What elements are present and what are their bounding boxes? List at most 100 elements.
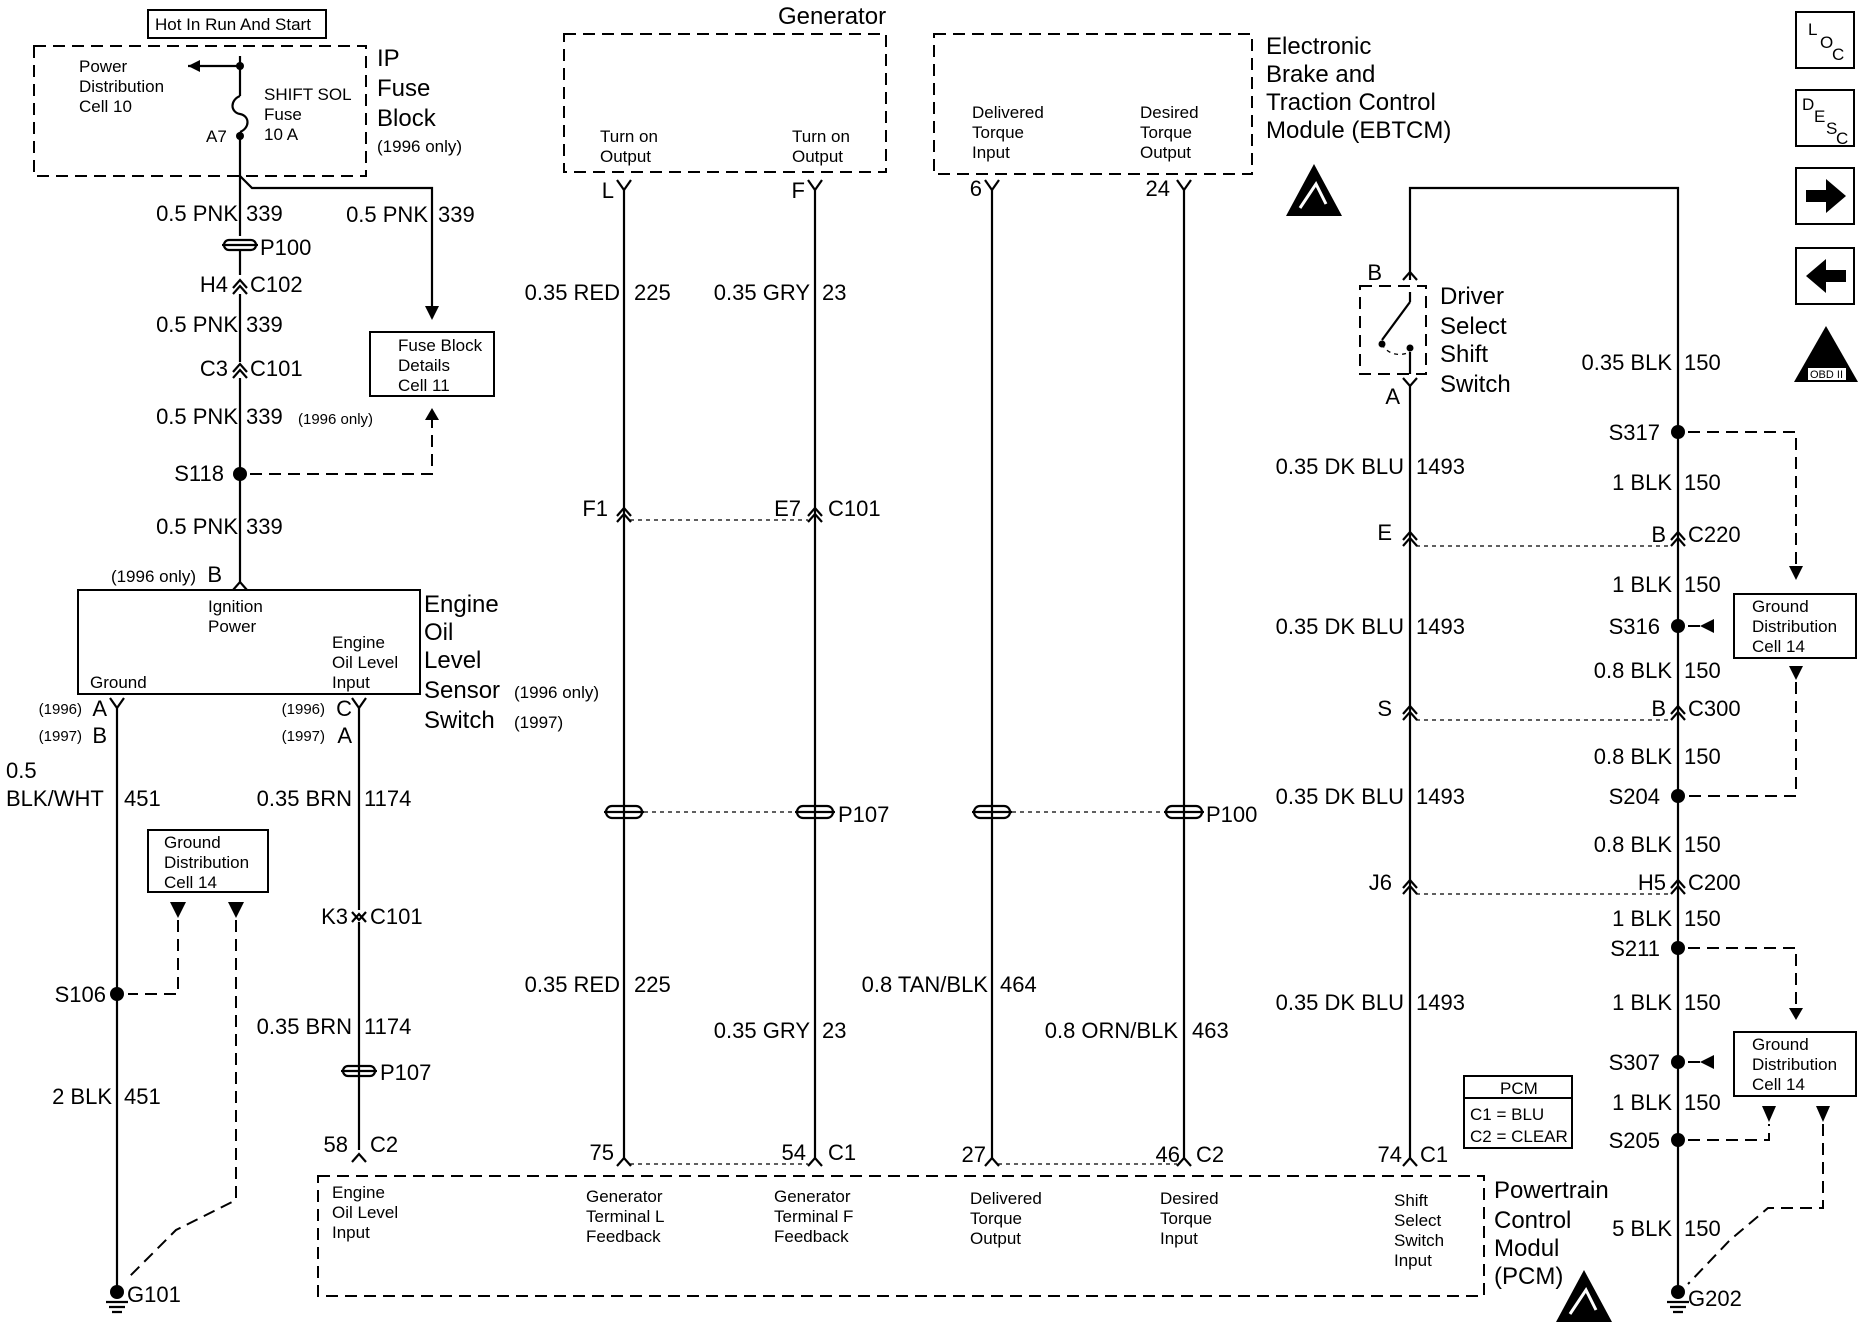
loc-button[interactable]: L O C	[1795, 11, 1855, 69]
pcm-ss-label-2: Select	[1394, 1211, 1442, 1230]
pin-label: H4	[200, 272, 228, 297]
fuse-block-details-label: Fuse Block	[398, 336, 483, 355]
pin-label: 24	[1146, 176, 1170, 201]
pcm-gf-label: Generator	[774, 1187, 851, 1206]
pin-label: A	[92, 696, 107, 721]
splice-dot-icon	[1671, 619, 1685, 633]
generator-l-label: Turn on	[600, 127, 658, 146]
splice-label: S307	[1609, 1050, 1660, 1075]
svg-text:C: C	[1836, 129, 1848, 148]
wire-size: 0.5 PNK	[156, 404, 238, 429]
wire-number: 1493	[1416, 454, 1465, 479]
pcm-rt-label: Desired	[1160, 1189, 1219, 1208]
generator-f-label: Turn on	[792, 127, 850, 146]
ebtcm-title-2: Brake and	[1266, 61, 1375, 88]
pin-label: E7	[774, 496, 801, 521]
ebtcm-title-3: Traction Control	[1266, 89, 1436, 116]
ground-label: G202	[1688, 1286, 1742, 1311]
fuse-rating: 10 A	[264, 125, 299, 144]
fuse-block-details-label-2: Details	[398, 356, 450, 375]
wire-size: 0.5 PNK	[346, 202, 428, 227]
ground-dist-box-right-b[interactable]	[1733, 1031, 1857, 1097]
wire-size: 5 BLK	[1612, 1216, 1672, 1241]
sensor-title-4: Sensor	[424, 677, 500, 704]
connector-icon	[1670, 704, 1686, 721]
splice-dot-icon	[1671, 941, 1685, 955]
wire-339-branch	[239, 175, 434, 318]
pcm-rt-label-2: Torque	[1160, 1209, 1212, 1228]
sensor-ignition-label: Ignition	[208, 597, 263, 616]
ground-dist-cell: Cell 14	[1752, 637, 1805, 656]
pin-label: 58	[324, 1132, 348, 1157]
pcm-dt-label-3: Output	[970, 1229, 1021, 1248]
fuse-symbol-icon	[231, 94, 249, 134]
ground-dist-cell: Cell 14	[164, 873, 217, 892]
pcm-key-c1: C1 = BLU	[1470, 1105, 1544, 1124]
generator-title: Generator	[778, 3, 886, 30]
ground-dist-box-left[interactable]	[147, 829, 269, 893]
wire-note: (1996 only)	[298, 411, 373, 428]
wire-size: 0.35 DK BLU	[1276, 990, 1404, 1015]
next-arrow-icon[interactable]	[1795, 167, 1855, 225]
power-dist-label: Power	[79, 57, 128, 76]
pin-note: (1996)	[39, 701, 82, 718]
wire-number: 150	[1684, 572, 1721, 597]
sensor-title-5: Switch	[424, 707, 495, 734]
pcm-eol-label: Engine	[332, 1183, 385, 1202]
power-dist-cell: Cell 10	[79, 97, 132, 116]
wire-number: 150	[1684, 906, 1721, 931]
generator-f-label-2: Output	[792, 147, 843, 166]
wire-number: 225	[634, 280, 671, 305]
wire-150-loop	[1408, 186, 1680, 1290]
sensor-eol-label: Engine	[332, 633, 385, 652]
prev-arrow-icon[interactable]	[1795, 247, 1855, 305]
wire-size: 0.5 PNK	[156, 514, 238, 539]
pin-label: 46	[1156, 1142, 1180, 1167]
svg-text:S: S	[1826, 119, 1837, 138]
connector-label: C101	[250, 356, 303, 381]
shift-switch-title-3: Shift	[1440, 341, 1488, 368]
wire-size: 2 BLK	[52, 1084, 112, 1109]
wire-size: 0.8 TAN/BLK	[862, 972, 989, 997]
desc-button[interactable]: D E S C	[1795, 89, 1855, 148]
wire-size: 0.8 ORN/BLK	[1045, 1018, 1179, 1043]
pin-label: A	[337, 723, 352, 748]
wire-size: 0.35 GRY	[714, 280, 811, 305]
wire-size: 0.35 BRN	[257, 786, 352, 811]
connector-icon	[616, 506, 632, 523]
pin-label: E	[1377, 520, 1392, 545]
pcm-key-box	[1463, 1075, 1573, 1149]
wire-number: 451	[124, 786, 161, 811]
pin-label: C3	[200, 356, 228, 381]
pin-label: C	[336, 696, 352, 721]
generator-l-label-2: Output	[600, 147, 651, 166]
connector-label: C101	[828, 496, 881, 521]
pcm-key-title: PCM	[1500, 1079, 1538, 1098]
wire-number: 23	[822, 280, 846, 305]
wire-number: 225	[634, 972, 671, 997]
pcm-gf-label-3: Feedback	[774, 1227, 849, 1246]
wire-size: 1 BLK	[1612, 906, 1672, 931]
fuse-pin: A7	[206, 127, 227, 146]
ip-fuse-block-title-3: Block	[377, 105, 437, 132]
splice-label: P100	[1206, 802, 1257, 827]
pcm-title: Powertrain	[1494, 1177, 1609, 1204]
connector-label: C2	[1196, 1142, 1224, 1167]
pcm-key-c2: C2 = CLEAR	[1470, 1127, 1568, 1146]
svg-text:L: L	[1808, 20, 1817, 39]
obd-ii-icon: OBD II	[1794, 326, 1858, 382]
splice-label: S317	[1609, 420, 1660, 445]
ground-dist-cell: Cell 14	[1752, 1075, 1805, 1094]
pin-label: B	[1651, 522, 1666, 547]
pin-label: 27	[962, 1142, 986, 1167]
ebtcm-rt-label-2: Torque	[1140, 123, 1192, 142]
wire-size: 0.5	[6, 758, 37, 783]
splice-label: S211	[1610, 936, 1660, 961]
fuse-block-details-box[interactable]	[369, 331, 495, 397]
splice-dot-icon	[233, 467, 247, 481]
oil-level-sensor-box	[77, 589, 421, 695]
pin-label: 75	[590, 1140, 614, 1165]
connector-icon	[351, 911, 367, 923]
ground-dist-box-right-a[interactable]	[1733, 593, 1857, 659]
